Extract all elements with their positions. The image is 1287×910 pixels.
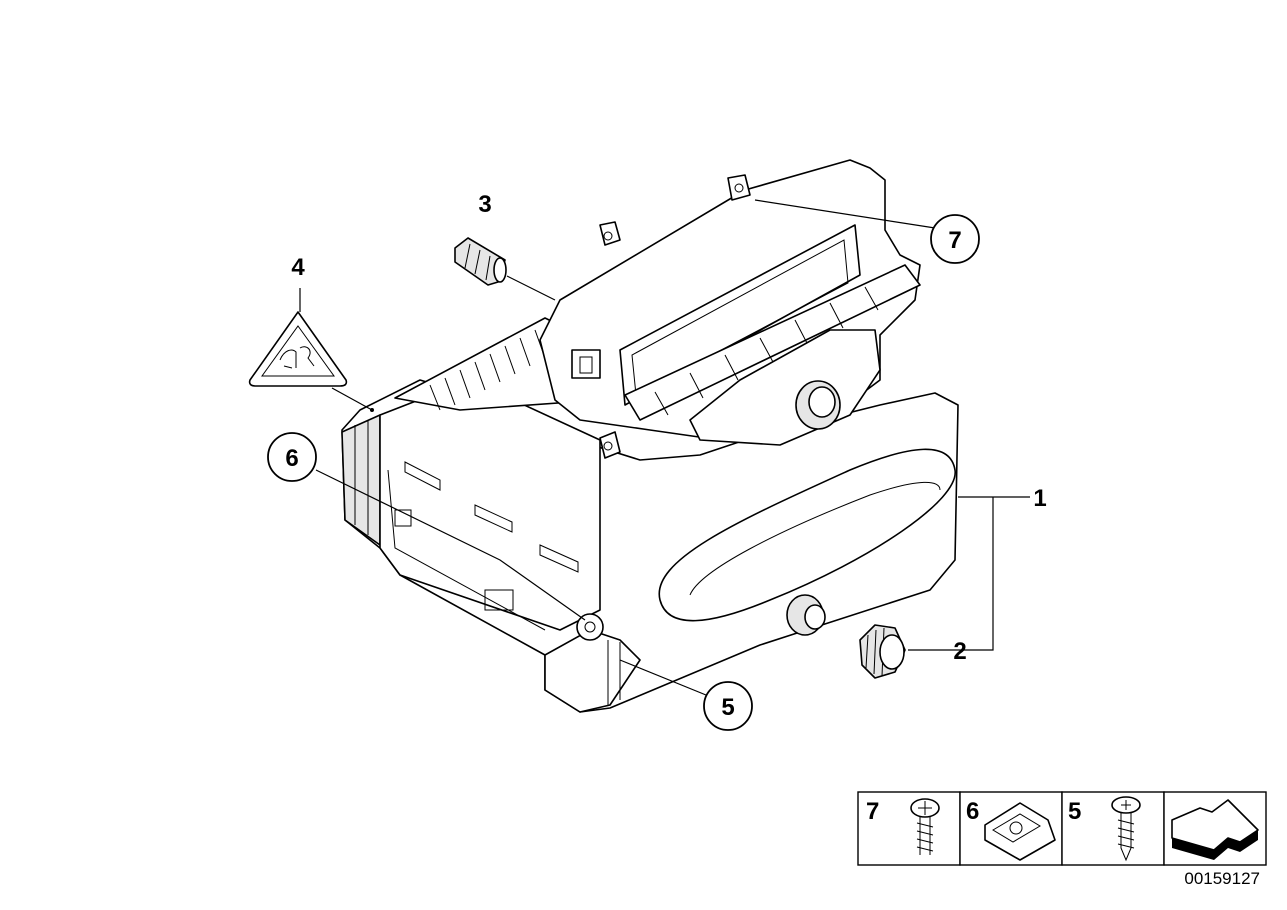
- svg-text:3: 3: [478, 191, 491, 218]
- callout-3: 3: [478, 191, 491, 218]
- fastener-legend: 7 6 5: [857, 791, 1267, 866]
- callout-7: 7: [930, 214, 980, 264]
- clip-nut-icon: [984, 802, 1056, 861]
- svg-text:2: 2: [953, 638, 966, 665]
- self-tapping-screw-icon: [1111, 796, 1141, 862]
- callout-1: 1: [1033, 485, 1046, 512]
- callout-5: 5: [703, 681, 753, 731]
- legend-label-5: 5: [1068, 798, 1081, 825]
- screw-icon: [910, 798, 940, 855]
- cd-slot-panel: [658, 448, 956, 622]
- diagram-number: 00159127: [1184, 869, 1260, 888]
- radio-control-unit[interactable]: [341, 159, 959, 713]
- legend-label-7: 7: [866, 798, 879, 825]
- legend-label-6: 6: [966, 798, 979, 825]
- callout-6: 6: [267, 432, 317, 482]
- svg-text:5: 5: [721, 694, 734, 721]
- svg-text:6: 6: [285, 445, 298, 472]
- knob-part[interactable]: [859, 624, 906, 679]
- svg-text:4: 4: [291, 254, 305, 281]
- direction-arrow-icon: [1171, 799, 1259, 860]
- button-row: [624, 264, 921, 421]
- callout-2: 2: [953, 638, 966, 665]
- button-knob-part[interactable]: [454, 237, 507, 286]
- warning-label-part[interactable]: [248, 311, 348, 387]
- svg-text:7: 7: [948, 227, 961, 254]
- callout-4: 4: [291, 254, 305, 281]
- svg-text:1: 1: [1033, 485, 1046, 512]
- leader-lines: [299, 199, 1030, 696]
